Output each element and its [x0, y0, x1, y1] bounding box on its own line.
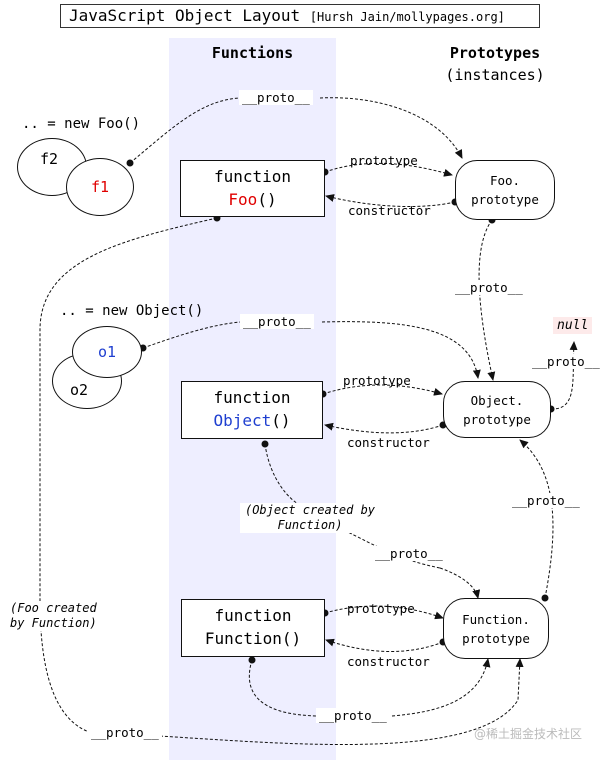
diagram-title: JavaScript Object Layout [Hursh Jain/mol…	[60, 4, 540, 28]
function-prototype-node: Function. prototype	[443, 598, 549, 659]
foo-keyword: function	[213, 167, 292, 186]
proto-label-o1: __proto__	[240, 314, 314, 329]
object-signature: Object()	[182, 409, 322, 432]
fooproto-proto-arrow	[478, 219, 496, 381]
new-foo-label: .. = new Foo()	[22, 116, 141, 132]
credit-text: [Hursh Jain/mollypages.org]	[309, 10, 505, 24]
prototypes-subheading: (instances)	[445, 66, 545, 84]
new-object-label: .. = new Object()	[60, 303, 204, 319]
object-prototype-arrow	[322, 384, 443, 396]
null-node: null	[553, 317, 593, 334]
object-prototype-node: Object. prototype	[443, 381, 551, 438]
function-keyword: function	[214, 606, 292, 625]
object-proto-line1: Object.	[470, 392, 524, 408]
f1-label: f1	[90, 178, 110, 196]
function-constructor-label: constructor	[347, 654, 430, 669]
proto-label-f1: __proto__	[239, 90, 313, 105]
object-proto-line2: prototype	[463, 411, 531, 427]
foo-constructor-arrow	[325, 194, 456, 207]
proto-label-funcproto: __proto__	[509, 493, 583, 508]
object-constructor-arrow	[324, 422, 444, 434]
foo-name: Foo	[228, 190, 258, 209]
proto-label-foo-fn: __proto__	[88, 725, 162, 740]
function-foo-box: function Foo()	[180, 160, 325, 217]
function-signature: Function()	[204, 629, 302, 648]
proto-label-object-fn: __proto__	[372, 546, 446, 561]
function-constructor-arrow	[325, 638, 444, 652]
o1-label: o1	[97, 343, 117, 361]
object-prototype-label: prototype	[343, 373, 411, 388]
o2-label: o2	[69, 381, 89, 399]
object-created-note: (Object created by Function)	[240, 503, 380, 533]
foo-prototype-arrow	[324, 162, 453, 177]
foo-proto-line2: prototype	[471, 192, 539, 207]
object-constructor-label: constructor	[347, 435, 430, 450]
objproto-null-arrow	[550, 341, 578, 410]
proto-label-objproto: __proto__	[529, 354, 603, 369]
function-proto-line1: Function.	[462, 611, 530, 627]
title-text: JavaScript Object Layout	[69, 6, 301, 25]
object-name: Object	[213, 411, 272, 430]
function-prototype-label: prototype	[347, 601, 415, 616]
object-keyword: function	[213, 388, 291, 407]
function-function-box: function Function()	[181, 599, 325, 657]
o1-proto-arrow	[142, 321, 478, 378]
watermark-text: @稀土掘金技术社区	[474, 727, 583, 741]
function-prototype-arrow	[324, 605, 444, 620]
function-self-proto-arrow	[248, 659, 488, 717]
o1-instance: o1	[72, 326, 142, 378]
proto-label-function-fn: __proto__	[316, 708, 390, 723]
foo-proto-line1: Foo.	[489, 173, 521, 188]
prototypes-heading: Prototypes	[449, 44, 541, 62]
function-proto-line2: prototype	[462, 630, 530, 646]
f2-label: f2	[39, 150, 59, 168]
foo-prototype-node: Foo. prototype	[455, 160, 555, 220]
foo-signature: Foo()	[181, 188, 324, 211]
funcproto-proto-arrow	[519, 439, 554, 599]
foo-paren: ()	[257, 190, 277, 209]
f1-proto-arrow	[129, 97, 462, 163]
foo-created-note: (Foo created by Function)	[10, 601, 110, 631]
foo-constructor-label: constructor	[348, 203, 431, 218]
proto-label-fooproto: __proto__	[452, 280, 526, 295]
object-paren: ()	[271, 411, 291, 430]
function-object-box: function Object()	[181, 381, 323, 439]
foo-fn-proto-arrow	[39, 217, 520, 745]
foo-prototype-label: prototype	[350, 153, 418, 168]
functions-heading: Functions	[211, 44, 294, 62]
f1-instance: f1	[66, 158, 134, 216]
